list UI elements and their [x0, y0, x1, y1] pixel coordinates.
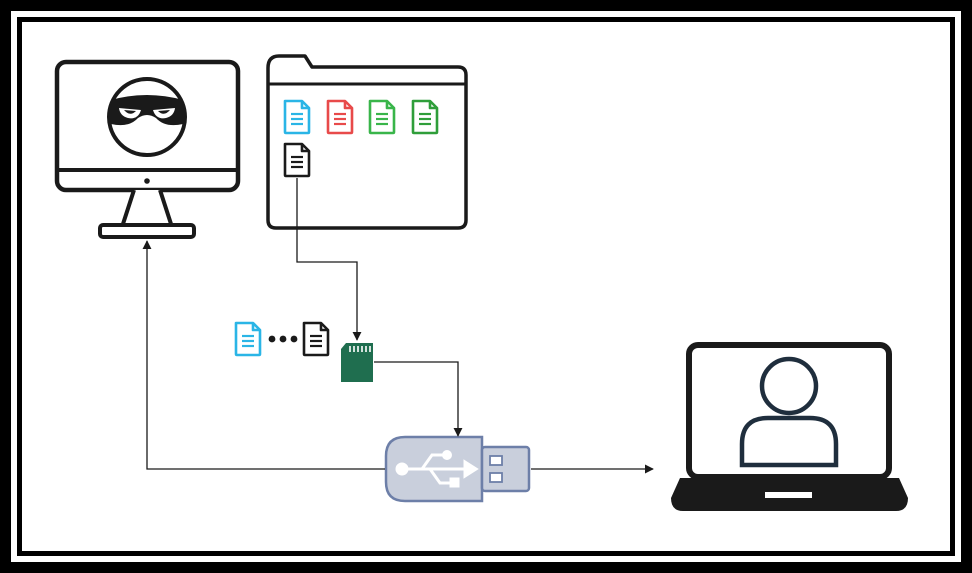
- file-fragments-icon: [234, 321, 330, 357]
- edge-usb-to-attacker: [142, 240, 385, 470]
- folder-icon: [266, 54, 468, 230]
- laptop-trackpad: [765, 492, 812, 498]
- fragment-file-blue: [234, 321, 262, 357]
- user-icon: [739, 356, 839, 468]
- connectors: [142, 178, 654, 474]
- usb-plug: [480, 445, 531, 493]
- monitor-hacker-icon: [54, 59, 241, 239]
- file-icon-green: [368, 99, 396, 135]
- fragment-file-black: [302, 321, 330, 357]
- usb-symbol-icon: [395, 450, 479, 488]
- file-icon-dark-green: [411, 99, 439, 135]
- file-icon-black: [283, 142, 311, 178]
- file-icon-red: [326, 99, 354, 135]
- sd-card-icon: [341, 343, 373, 382]
- edge-sd-to-usb: [374, 361, 463, 437]
- hacker-face-icon: [107, 77, 187, 157]
- monitor-power-dot: [144, 178, 150, 184]
- edge-folder-to-sd: [296, 178, 362, 341]
- ellipsis-dot: [290, 335, 298, 343]
- usb-drive-icon: [384, 435, 531, 503]
- ellipsis-dot: [268, 335, 276, 343]
- file-icon-blue: [283, 99, 311, 135]
- monitor-base: [98, 223, 196, 239]
- ellipsis-dot: [279, 335, 287, 343]
- laptop-user-icon: [671, 342, 908, 511]
